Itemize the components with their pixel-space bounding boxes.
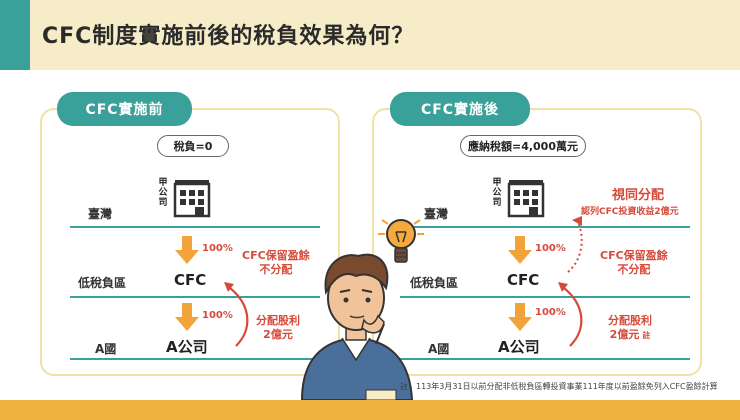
row-label-country-a: A國 <box>428 342 450 356</box>
footer-bar <box>0 400 740 420</box>
building-icon <box>507 180 545 218</box>
building-icon <box>173 180 211 218</box>
row-divider <box>70 358 320 360</box>
down-arrow-icon <box>175 303 199 331</box>
company-a-entity: A公司 <box>498 338 540 356</box>
company-a-entity: A公司 <box>166 338 208 356</box>
row-divider <box>400 226 690 228</box>
row-label-low-tax: 低稅負區 <box>410 276 459 290</box>
dividend-note: 分配股利 2億元註 <box>608 314 652 341</box>
row-divider <box>70 296 320 298</box>
retained-earnings-note: CFC保留盈餘不分配 <box>242 249 310 276</box>
row-divider <box>400 296 690 298</box>
down-arrow-icon <box>508 236 532 264</box>
row-label-country-a: A國 <box>95 342 117 356</box>
company-jia-label: 甲公司 <box>158 178 168 208</box>
cfc-entity: CFC <box>507 271 540 289</box>
company-jia-label: 甲公司 <box>492 178 502 208</box>
deemed-distribution-detail: 認列CFC投資收益2億元 <box>581 207 679 217</box>
deemed-distribution-title: 視同分配 <box>612 188 665 203</box>
row-label-low-tax: 低稅負區 <box>78 276 127 290</box>
header-banner <box>0 0 740 70</box>
percentage-label: 100% <box>535 307 566 318</box>
down-arrow-icon <box>175 236 199 264</box>
lightbulb-icon <box>378 219 424 263</box>
tab-before-cfc: CFC實施前 <box>57 92 192 126</box>
tax-amount-after: 應納稅額=4,000萬元 <box>460 135 586 157</box>
tab-after-cfc: CFC實施後 <box>390 92 530 126</box>
dotted-curved-arrow-icon <box>567 216 583 273</box>
footnote: 註：113年3月31日以前分配非低稅負區轉投資事業111年度以前盈餘免列入CFC… <box>400 382 718 391</box>
percentage-label: 100% <box>535 243 566 254</box>
cfc-entity: CFC <box>174 271 207 289</box>
page-title: CFC制度實施前後的稅負效果為何？ <box>42 24 415 49</box>
retained-earnings-note: CFC保留盈餘不分配 <box>600 249 668 276</box>
thinking-man-illustration <box>300 253 414 401</box>
header-accent-bar <box>0 0 30 70</box>
down-arrow-icon <box>508 303 532 331</box>
row-divider <box>400 358 690 360</box>
curved-arrow-icon <box>224 282 249 347</box>
curved-arrow-icon <box>558 282 583 347</box>
tax-amount-before: 稅負=0 <box>157 135 229 157</box>
percentage-label: 100% <box>202 243 233 254</box>
row-label-taiwan: 臺灣 <box>88 207 113 221</box>
row-divider <box>70 226 320 228</box>
percentage-label: 100% <box>202 310 233 321</box>
row-label-taiwan: 臺灣 <box>424 207 449 221</box>
